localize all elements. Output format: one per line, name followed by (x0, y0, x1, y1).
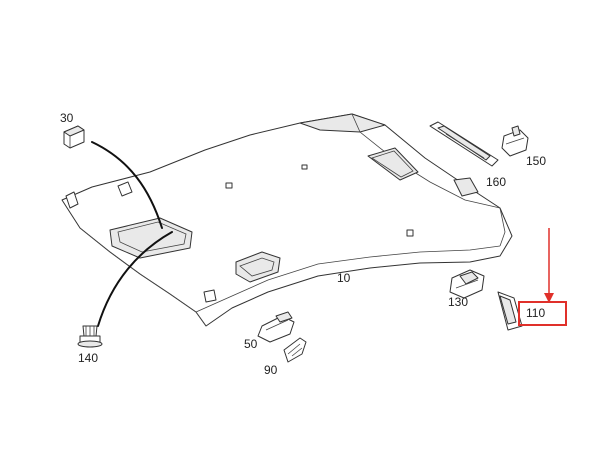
label-50: 50 (244, 337, 258, 351)
part-90-bracket (283, 337, 307, 363)
label-160: 160 (486, 175, 506, 189)
label-10: 10 (337, 271, 351, 285)
label-30: 30 (60, 111, 74, 125)
part-30-clip (63, 125, 85, 149)
leader-line-30 (91, 141, 163, 229)
label-150: 150 (526, 154, 546, 168)
part-130-retainer (449, 269, 485, 299)
label-140: 140 (78, 351, 98, 365)
label-110: 110 (526, 306, 545, 320)
callout-arrow (544, 228, 554, 303)
headliner-panel (61, 113, 513, 327)
part-150-hook (501, 125, 529, 157)
label-90: 90 (264, 363, 278, 377)
part-160-rail (429, 121, 499, 167)
part-50-clip (257, 311, 295, 343)
highlight-box-110 (518, 301, 567, 326)
label-130: 130 (448, 295, 468, 309)
leader-line-140 (97, 231, 173, 327)
part-140-rivet (77, 325, 103, 348)
